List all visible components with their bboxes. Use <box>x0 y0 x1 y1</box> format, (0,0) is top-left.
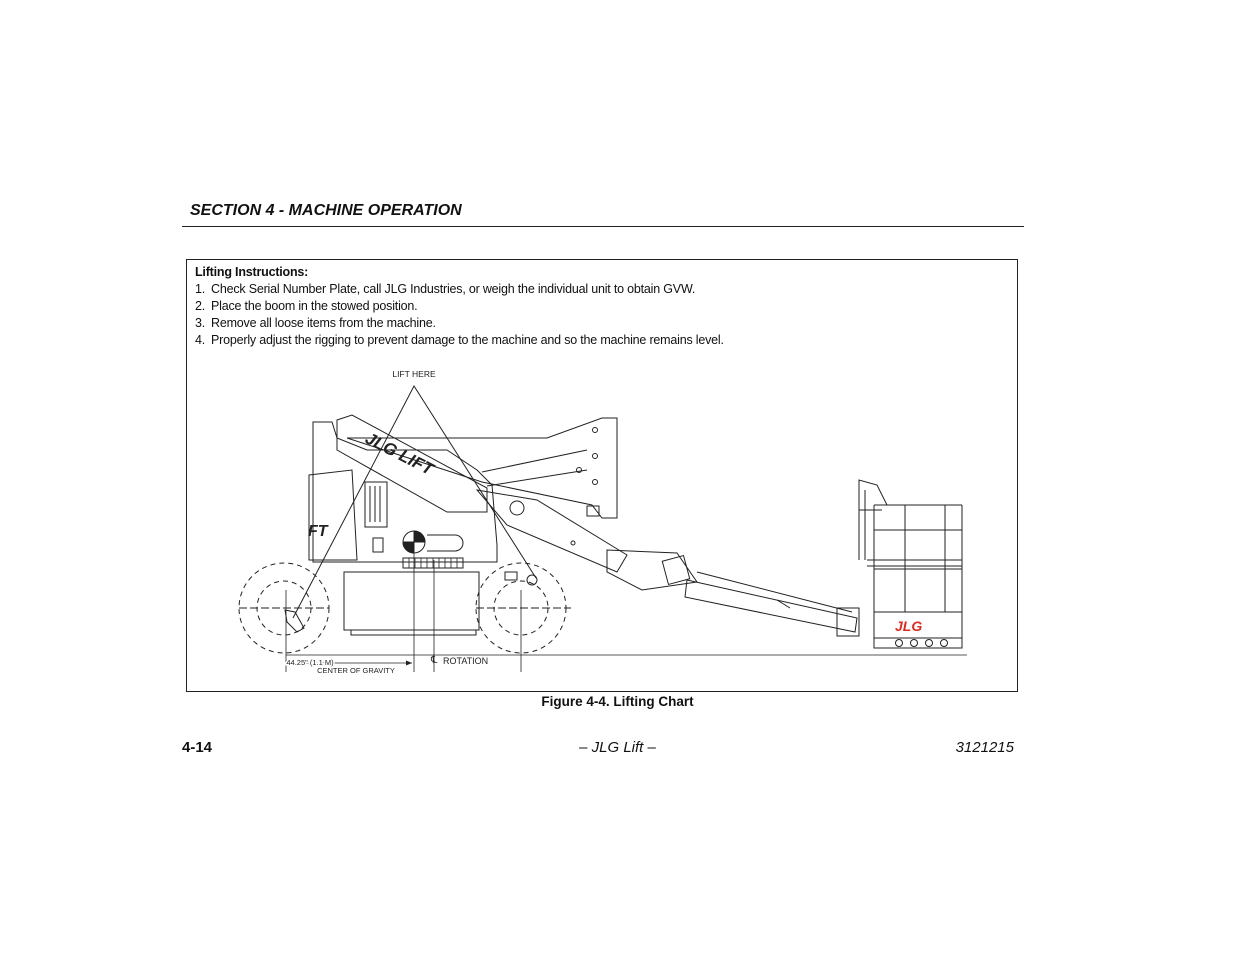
step-number: 4. <box>195 333 206 347</box>
counterweight <box>308 469 358 561</box>
lower-boom-link <box>346 417 618 519</box>
instruction-step: 3. Remove all loose items from the machin… <box>195 315 724 332</box>
figure-caption: Figure 4-4. Lifting Chart <box>541 694 694 709</box>
chassis-logo: FT <box>308 523 329 540</box>
lift-here-label: LIFT HERE <box>392 369 436 379</box>
boom-head <box>606 549 698 591</box>
header-divider <box>182 226 1024 227</box>
step-text: Properly adjust the rigging to prevent d… <box>211 333 724 347</box>
instruction-step: 4. Properly adjust the rigging to prevent… <box>195 332 724 349</box>
center-of-gravity-label: CENTER OF GRAVITY <box>317 666 395 675</box>
lifting-chart-figure: Lifting Instructions: 1. Check Serial Num… <box>186 259 1018 692</box>
boom-lift-diagram: LIFT HERE <box>238 369 967 675</box>
boom-logo: JLG LIFT <box>362 429 438 480</box>
jib-arm <box>684 579 858 633</box>
lifting-slings <box>292 385 537 619</box>
center-of-gravity-symbol <box>402 530 464 554</box>
cg-dimension-value: 44.25" (1.1 M) <box>286 658 334 667</box>
step-text: Place the boom in the stowed position. <box>211 299 418 313</box>
instructions-list: 1. Check Serial Number Plate, call JLG In… <box>195 281 724 349</box>
footer-title: – JLG Lift – <box>579 739 656 756</box>
document-number: 3121215 <box>955 739 1014 756</box>
step-number: 1. <box>195 282 206 296</box>
lifting-instructions: Lifting Instructions: 1. Check Serial Num… <box>195 264 724 349</box>
instruction-step: 2. Place the boom in the stowed position. <box>195 298 724 315</box>
step-number: 2. <box>195 299 206 313</box>
control-panel <box>364 481 388 528</box>
turntable-housing <box>312 421 498 563</box>
step-text: Remove all loose items from the machine. <box>211 316 436 330</box>
platform-gate <box>858 479 888 560</box>
centerline-symbol: ℄ <box>430 655 438 666</box>
chassis-frame <box>343 571 480 631</box>
platform-logo: JLG <box>895 618 922 634</box>
rear-lift-lug <box>284 609 305 633</box>
page-number: 4-14 <box>182 739 213 756</box>
rotation-label: ROTATION <box>443 656 488 666</box>
main-boom <box>475 489 628 573</box>
instructions-heading: Lifting Instructions: <box>195 265 309 279</box>
section-title: SECTION 4 - MACHINE OPERATION <box>190 202 462 219</box>
front-lift-lug <box>526 574 538 586</box>
platform-rotator <box>836 607 860 637</box>
step-number: 3. <box>195 316 206 330</box>
platform-floor <box>873 637 963 649</box>
upper-boom <box>336 414 488 513</box>
instruction-step: 1. Check Serial Number Plate, call JLG In… <box>195 281 724 298</box>
step-text: Check Serial Number Plate, call JLG Indu… <box>211 282 696 296</box>
